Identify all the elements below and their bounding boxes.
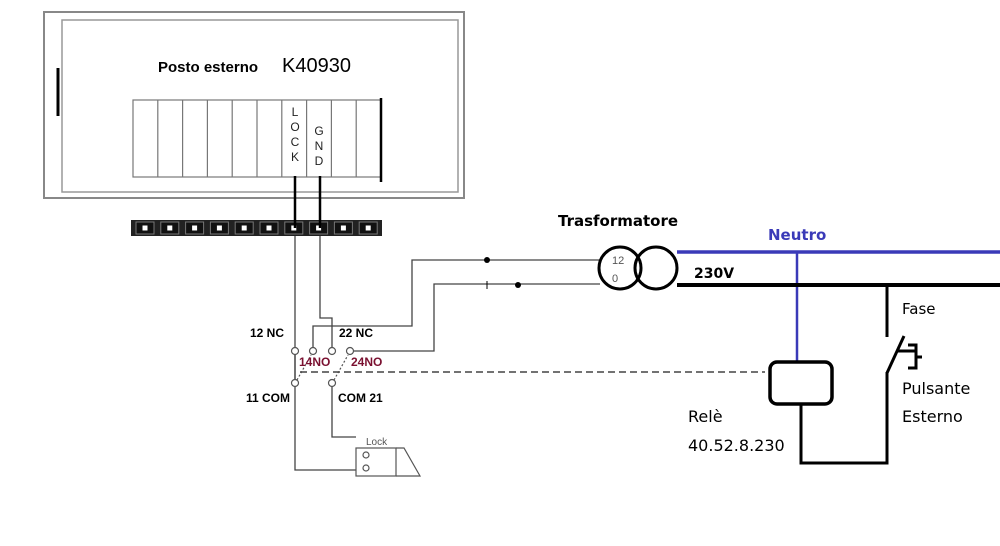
connector-pin-dot — [316, 225, 322, 231]
wire-junction-dots — [484, 257, 521, 289]
transformer-12v-label: 12 — [612, 255, 624, 267]
lock-letter: L — [292, 105, 299, 119]
mains-voltage-label: 230V — [694, 266, 734, 282]
lock-letter: K — [291, 150, 299, 164]
intercom-model: K40930 — [282, 55, 351, 77]
intercom-housing — [43, 11, 465, 199]
label-24no: 24NO — [351, 355, 382, 369]
connector-pin-dot — [266, 225, 272, 231]
relay-model: 40.52.8.230 — [688, 436, 785, 455]
gnd-letter: D — [315, 154, 324, 168]
terminal-block — [132, 98, 383, 182]
phase-label: Fase — [902, 300, 936, 318]
lock-letter: O — [290, 120, 299, 134]
label-12nc: 12 NC — [250, 326, 284, 340]
connector-pin-dot — [142, 225, 148, 231]
button-label-line2: Esterno — [902, 407, 963, 426]
label-14no: 14NO — [299, 355, 330, 369]
connector-strip — [131, 220, 382, 236]
transformer-0v-label: 0 — [612, 273, 618, 285]
control-wires — [294, 236, 600, 471]
transformer-symbol — [597, 245, 679, 291]
relay-contact-terminals — [290, 346, 355, 388]
lock-device — [355, 447, 422, 477]
gnd-letter: G — [314, 124, 323, 138]
intercom-wires — [293, 176, 322, 228]
connector-pin-dot — [192, 225, 198, 231]
lock-label: Lock — [366, 437, 388, 448]
relay-coil — [768, 360, 834, 406]
lock-letter: C — [291, 135, 300, 149]
connector-pin-dot — [340, 225, 346, 231]
connector-pin-dot — [167, 225, 173, 231]
button-label-line1: Pulsante — [902, 379, 970, 398]
push-button-icon — [897, 343, 922, 370]
transformer-title: Trasformatore — [558, 212, 678, 230]
label-11com: 11 COM — [246, 391, 290, 405]
button-circuit-wires — [799, 285, 906, 465]
relay-label: Relè — [688, 407, 723, 426]
gnd-letter: N — [315, 139, 324, 153]
relay-contact-switches — [296, 354, 349, 381]
neutral-label: Neutro — [768, 226, 826, 244]
label-22nc: 22 NC — [339, 326, 373, 340]
connector-pin-dot — [365, 225, 371, 231]
intercom-title: Posto esterno — [158, 59, 258, 76]
label-com21: COM 21 — [338, 391, 383, 405]
connector-pin-dot — [241, 225, 247, 231]
connector-pin-dot — [216, 225, 222, 231]
